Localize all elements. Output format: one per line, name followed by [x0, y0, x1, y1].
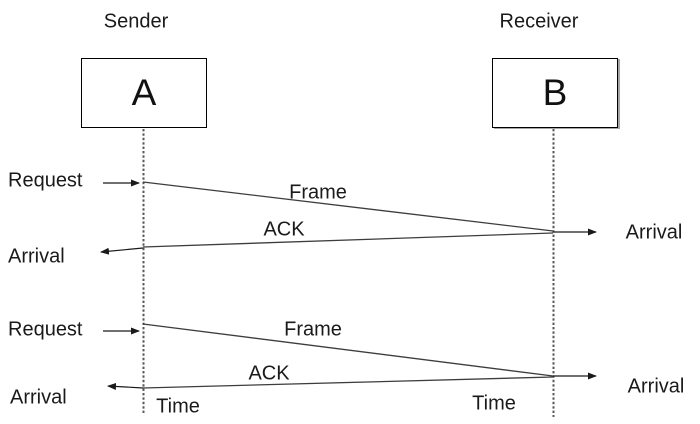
time-label-receiver: Time	[472, 392, 516, 415]
frame-label-1: Frame	[289, 181, 347, 204]
frame-line-2	[142, 323, 554, 377]
receiver-node-label: B	[542, 72, 568, 113]
receiver-title: Receiver	[499, 10, 579, 33]
sender-arrival-label-1: Arrival	[8, 245, 65, 268]
sender-node-label: A	[131, 72, 157, 113]
sender-arrival-arrow-2	[107, 382, 144, 390]
receiver-node-box: B	[492, 58, 618, 128]
frame-line-1	[142, 181, 554, 232]
ack-line-2	[142, 376, 554, 389]
sender-node-box: A	[81, 58, 207, 128]
receiver-arrival-label-1: Arrival	[625, 221, 683, 244]
request-label-1: Request	[8, 169, 83, 192]
time-label-sender: Time	[156, 395, 200, 418]
sender-arrival-label-2: Arrival	[10, 386, 67, 409]
frame-label-2: Frame	[284, 318, 342, 341]
ack-label-1: ACK	[263, 218, 305, 241]
ack-line-1	[142, 232, 554, 248]
request-label-2: Request	[8, 318, 83, 341]
sender-title: Sender	[103, 10, 169, 33]
ack-label-2: ACK	[248, 362, 290, 385]
receiver-arrival-label-2: Arrival	[627, 375, 685, 398]
sender-arrival-arrow-1	[100, 247, 144, 255]
